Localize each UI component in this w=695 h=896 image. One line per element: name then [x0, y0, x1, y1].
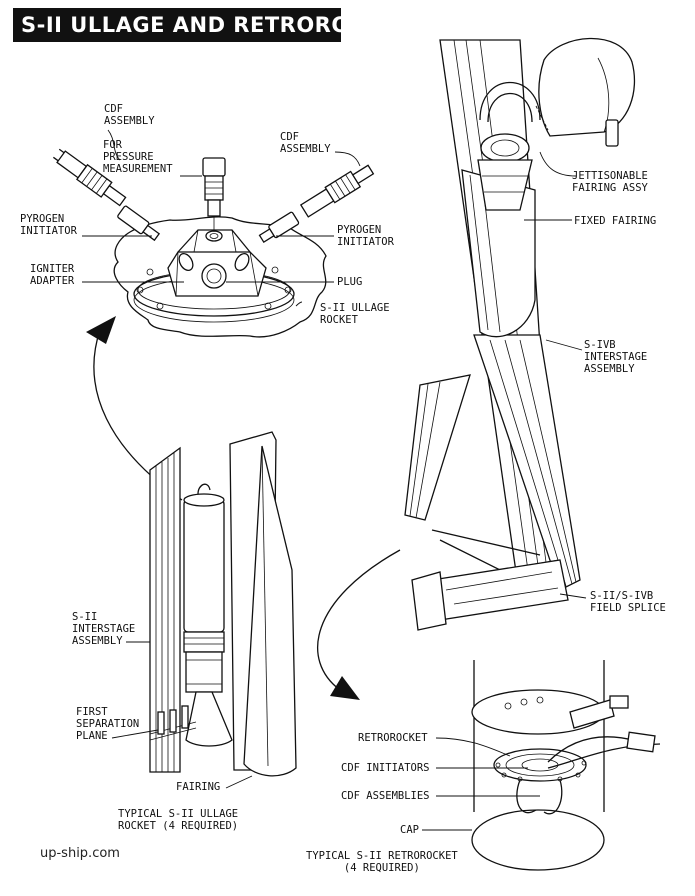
label-cdf-assemblies: CDF ASSEMBLIES	[341, 790, 430, 802]
label-cdf-assembly-left: CDF ASSEMBLY	[104, 103, 155, 127]
label-field-splice: S-II/S-IVB FIELD SPLICE	[590, 590, 666, 614]
ullage-rocket-drawing	[149, 431, 297, 777]
label-igniter-adapter: IGNITER ADAPTER	[30, 263, 75, 287]
label-cdf-initiators: CDF INITIATORS	[341, 762, 430, 774]
label-s-ii-ullage-rocket: S-II ULLAGE ROCKET	[320, 302, 390, 326]
label-fairing: FAIRING	[176, 781, 221, 793]
label-s-ivb-interstage-assembly: S-IVB INTERSTAGE ASSEMBLY	[584, 339, 648, 375]
igniter-detail-drawing	[52, 148, 375, 338]
interstage-fairing-drawing	[404, 37, 636, 631]
label-cdf-assembly-right: CDF ASSEMBLY	[280, 131, 331, 155]
label-pyrogen-initiator-right: PYROGEN INITIATOR	[337, 224, 394, 248]
retrorocket-detail-drawing	[471, 660, 661, 871]
label-fixed-fairing: FIXED FAIRING	[574, 215, 657, 227]
label-plug: PLUG	[337, 276, 363, 288]
label-pyrogen-initiator-left: PYROGEN INITIATOR	[20, 213, 77, 237]
label-jettisonable-fairing-assy: JETTISONABLE FAIRING ASSY	[572, 170, 648, 194]
label-cap: CAP	[400, 824, 419, 836]
caption-ullage-rocket: TYPICAL S-II ULLAGE ROCKET (4 REQUIRED)	[118, 808, 239, 832]
page-title: S-II ULLAGE AND RETROROCKETS	[13, 8, 427, 42]
label-for-pressure-measurement: FOR PRESSURE MEASUREMENT	[103, 139, 173, 175]
label-retrorocket: RETROROCKET	[358, 732, 428, 744]
watermark-text: up-ship.com	[40, 846, 120, 861]
label-s-ii-interstage-assembly: S-II INTERSTAGE ASSEMBLY	[72, 611, 136, 647]
label-first-separation-plane: FIRST SEPARATION PLANE	[76, 706, 140, 742]
caption-retrorocket: TYPICAL S-II RETROROCKET (4 REQUIRED)	[306, 850, 458, 874]
